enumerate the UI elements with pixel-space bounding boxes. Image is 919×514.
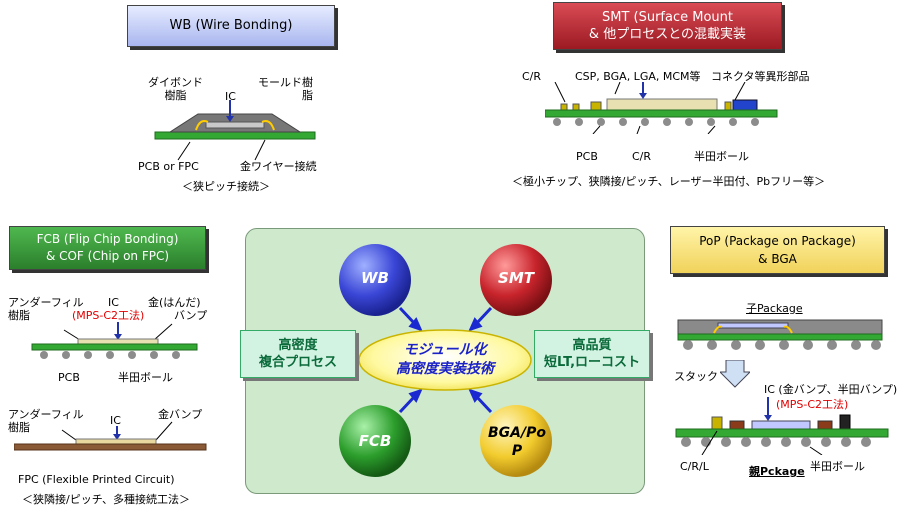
wb-die-resin-label: ダイボンド樹脂 bbox=[148, 76, 203, 102]
center-right-box: 高品質短LT,ローコスト bbox=[534, 330, 650, 378]
smt-title-line1: SMT (Surface Mount bbox=[601, 10, 733, 25]
core-ellipse bbox=[358, 329, 532, 391]
smt-cr-top-label: C/R bbox=[522, 70, 542, 83]
fcb-note: ＜狭隣接/ピッチ、多種接続工法＞ bbox=[22, 493, 191, 506]
fcb-title-line1: FCB (Flip Chip Bonding) bbox=[36, 232, 179, 246]
pop-stack-arrow bbox=[720, 360, 750, 388]
fcb-ic-label: IC bbox=[108, 296, 119, 309]
wb-title: WB (Wire Bonding) bbox=[169, 18, 293, 33]
pop-parent-diagram bbox=[675, 397, 889, 455]
wb-gold-wire-label: 金ワイヤー接続 bbox=[240, 160, 317, 173]
smt-title-line2: & 他プロセスとの混載実装 bbox=[588, 27, 747, 42]
center-wb-label: WB bbox=[361, 269, 389, 287]
pop-method-label: (MPS-C2工法) bbox=[776, 398, 849, 411]
smt-title-box: SMT (Surface Mount & 他プロセスとの混載実装 bbox=[553, 2, 782, 50]
fcb-fpc-diagram bbox=[14, 421, 207, 451]
pop-crl-label: C/R/L bbox=[680, 460, 709, 473]
smt-pcb-label: PCB bbox=[576, 150, 598, 163]
fcb-bump-label: 金(はんだ)バンプ bbox=[148, 296, 208, 322]
pop-child-label: 子Package bbox=[746, 302, 803, 315]
pop-solder-ball-label: 半田ボール bbox=[810, 460, 865, 473]
wb-ic-label: IC bbox=[225, 90, 236, 103]
bga-sphere bbox=[480, 405, 552, 477]
smt-board-diagram bbox=[545, 82, 778, 134]
smt-solder-ball-label: 半田ボール bbox=[694, 150, 749, 163]
fcb-fpc-label: FPC (Flexible Printed Circuit) bbox=[18, 473, 175, 486]
fcb-underfill2-label: アンダーフィル樹脂 bbox=[8, 408, 84, 434]
fcb-title-box: FCB (Flip Chip Bonding) & COF (Chip on F… bbox=[9, 226, 206, 270]
pop-stack-label: スタック bbox=[674, 370, 718, 383]
fcb-solder-ball-label: 半田ボール bbox=[118, 371, 173, 384]
fcb-ic2-label: IC bbox=[110, 414, 121, 427]
wb-note: ＜狭ピッチ接続＞ bbox=[182, 180, 270, 193]
fcb-sphere bbox=[339, 405, 411, 477]
center-left-box: 高密度複合プロセス bbox=[240, 330, 356, 378]
smt-note: ＜極小チップ、狭隣接/ピッチ、レーザー半田付、Pbフリー等＞ bbox=[512, 175, 826, 188]
fcb-method-label: (MPS-C2工法) bbox=[72, 309, 145, 322]
wb-leader-lines bbox=[177, 139, 266, 161]
fcb-gold-bump-label: 金バンプ bbox=[158, 408, 203, 421]
wb-mold-resin-label: モールド樹脂 bbox=[258, 76, 313, 102]
wb-pcb-label: PCB or FPC bbox=[138, 160, 199, 173]
center-core-label: モジュール化高密度実装技術 bbox=[396, 342, 494, 377]
pop-title-line1: PoP (Package on Package) bbox=[699, 234, 856, 248]
pop-child-diagram bbox=[677, 319, 883, 350]
smt-sphere bbox=[480, 244, 552, 316]
fcb-board-diagram bbox=[31, 322, 198, 359]
pop-parent-label: 親Pckage bbox=[749, 465, 805, 478]
fcb-underfill-label: アンダーフィル樹脂 bbox=[8, 296, 84, 322]
center-fcb-label: FCB bbox=[358, 432, 392, 450]
fcb-pcb-label: PCB bbox=[58, 371, 80, 384]
wb-package-diagram bbox=[154, 100, 316, 140]
pop-title-box: PoP (Package on Package) & BGA bbox=[670, 226, 885, 274]
wb-title-box: WB (Wire Bonding) bbox=[127, 5, 335, 47]
fcb-title-line2: & COF (Chip on FPC) bbox=[45, 249, 170, 263]
smt-connector-label: コネクタ等異形部品 bbox=[711, 70, 810, 83]
pop-ic-bumps-label: IC (金バンプ、半田バンプ) bbox=[764, 383, 898, 396]
pop-title-line2: & BGA bbox=[758, 252, 797, 266]
wb-sphere bbox=[339, 244, 411, 316]
center-spheres bbox=[339, 244, 552, 477]
smt-cr-bottom-label: C/R bbox=[632, 150, 652, 163]
smt-packages-label: CSP, BGA, LGA, MCM等 bbox=[575, 70, 701, 83]
center-smt-label: SMT bbox=[498, 269, 534, 287]
